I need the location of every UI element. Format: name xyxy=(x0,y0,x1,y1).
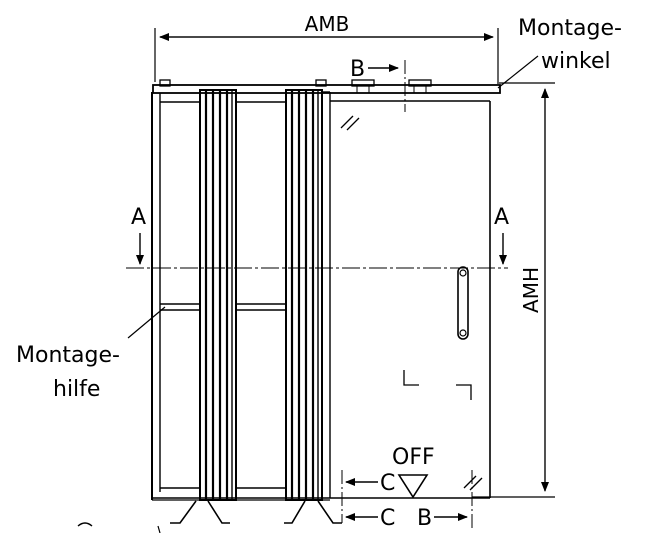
montagewinkel-callout: Montage- winkel xyxy=(497,16,622,89)
slat-package-left xyxy=(199,89,237,501)
door-leaf xyxy=(330,100,491,499)
off-label: OFF xyxy=(392,445,435,470)
section-a-left-label: A xyxy=(131,205,146,230)
montagehilfe-callout: Montage- hilfe xyxy=(16,306,166,402)
section-b-bottom-label: B xyxy=(417,506,432,531)
montagehilfe-label-line2: hilfe xyxy=(53,377,100,402)
left-frame xyxy=(151,92,286,500)
montagehilfe-label-line1: Montage- xyxy=(16,343,120,368)
door-handle xyxy=(457,266,469,340)
top-rail xyxy=(152,79,501,94)
floor-guide xyxy=(77,497,342,533)
section-c-lower-label: C xyxy=(380,506,395,531)
section-c-b-bottom-markers: C C B xyxy=(341,470,473,531)
section-b-top-marker: B xyxy=(350,57,406,112)
montagewinkel-label-line1: Montage- xyxy=(518,16,622,41)
section-c-upper-label: C xyxy=(380,471,395,496)
amh-dimension: AMH xyxy=(472,82,555,498)
amh-label: AMH xyxy=(519,267,543,313)
section-a-marker: A A xyxy=(126,205,509,269)
amb-label: AMB xyxy=(305,12,350,36)
off-marker: OFF xyxy=(392,445,435,499)
montagewinkel-label-line2: winkel xyxy=(541,49,611,74)
section-a-right-label: A xyxy=(494,205,509,230)
slat-package-right xyxy=(285,89,331,501)
section-b-top-label: B xyxy=(350,57,365,82)
amb-dimension: AMB xyxy=(154,12,499,82)
